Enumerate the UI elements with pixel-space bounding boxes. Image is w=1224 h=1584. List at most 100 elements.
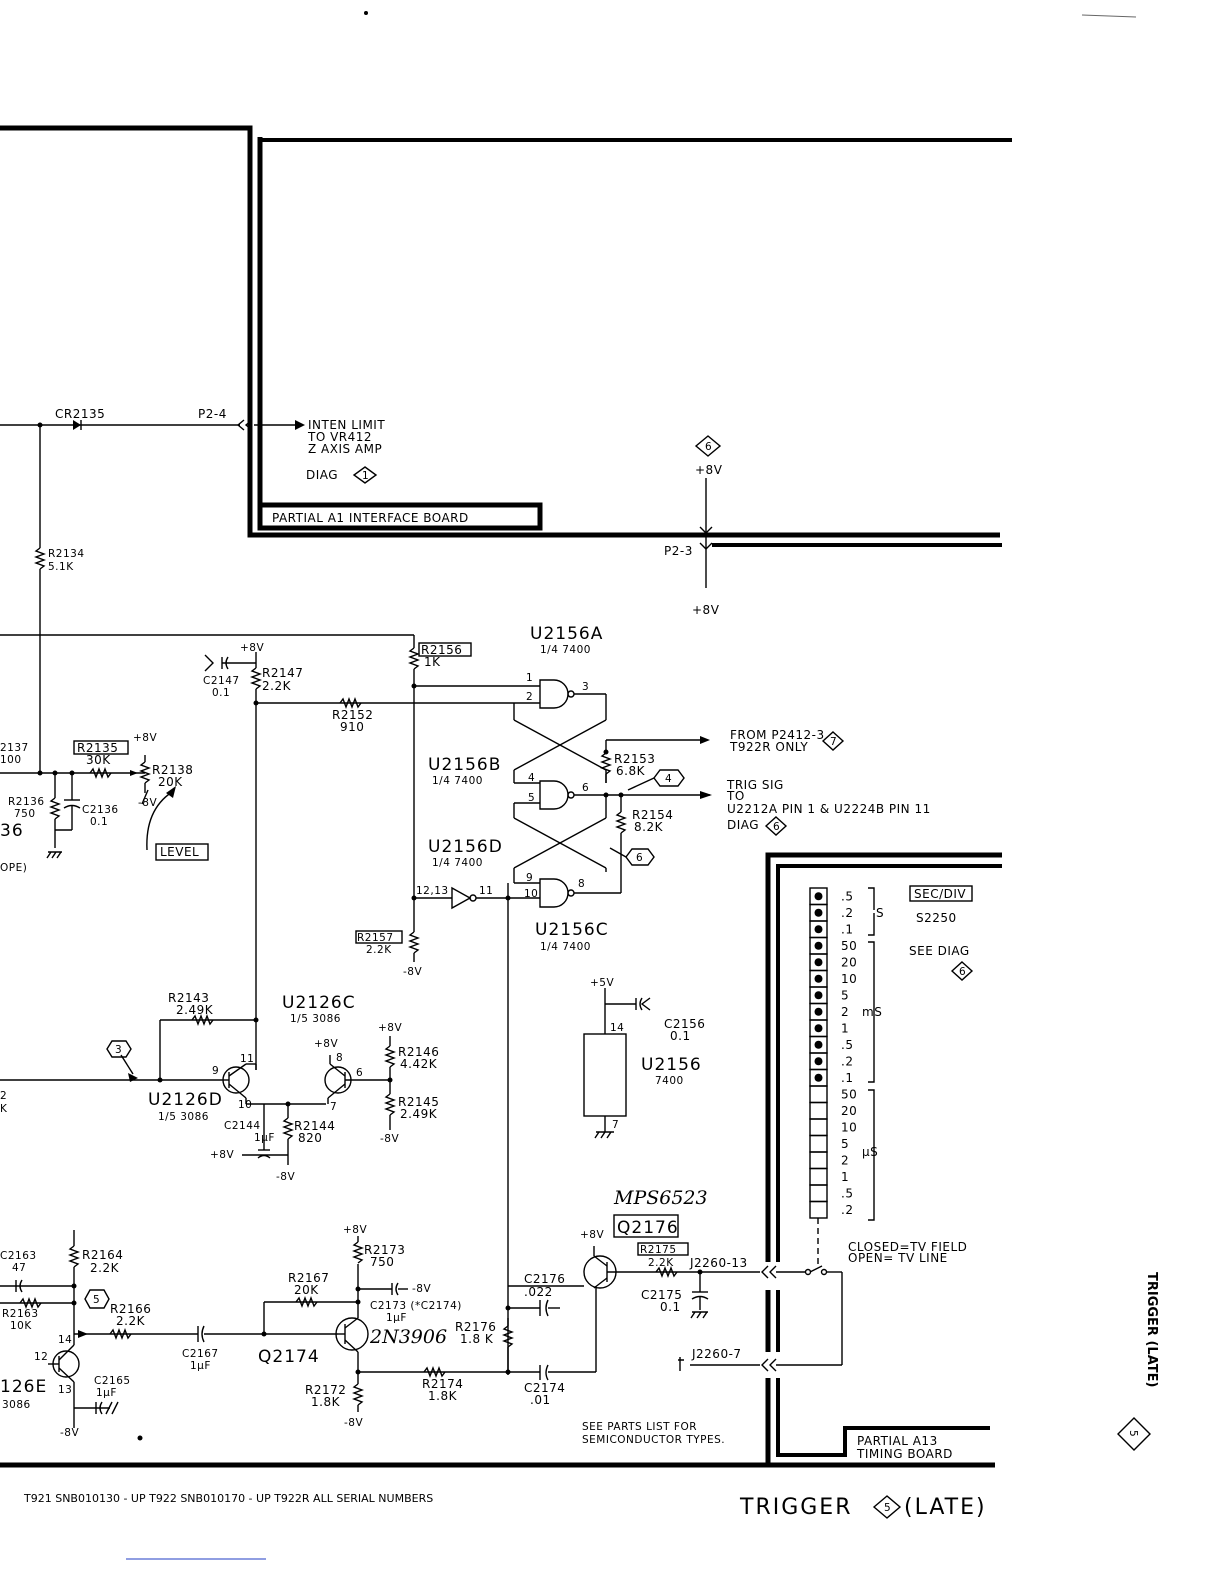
pin-4: 4 (528, 772, 535, 784)
u2156d-type: 1/4 7400 (432, 857, 483, 869)
svg-text:5: 5 (93, 1294, 100, 1306)
cut-label-36: 36 (0, 821, 24, 841)
t922r-only-label: T922R ONLY (729, 740, 808, 754)
side-diamond-5: 5 (1117, 1417, 1151, 1451)
u2156-pin14: 14 (610, 1022, 624, 1034)
minus-8v-c2173: -8V (412, 1283, 431, 1295)
c2165-value: 1µF (96, 1387, 117, 1399)
switch-position-box (809, 1101, 828, 1120)
minus-8v-r2172: -8V (344, 1417, 363, 1429)
switch-position-box (809, 1151, 828, 1170)
diagram-ref-diamond-7: 7 (821, 731, 845, 751)
r2164-label: R2164 (82, 1248, 123, 1262)
r2156-value: 1K (424, 655, 441, 669)
diag6-label: DIAG (727, 818, 759, 832)
r2136-label: R2136 (8, 796, 45, 808)
u2156c-label: U2156C (535, 920, 609, 940)
svg-text:1: 1 (362, 470, 369, 482)
switch-contact-dot (814, 925, 823, 934)
ref-6-top: 6 (705, 441, 712, 453)
switch-contact-dot (814, 1057, 823, 1066)
plus-8v-pot: +8V (133, 732, 157, 744)
u2212a-label: U2212A PIN 1 & U2224B PIN 11 (727, 802, 931, 816)
a13-timing-board-border (0, 852, 1002, 1468)
c2173-value: 1µF (386, 1312, 407, 1324)
pin-11: 11 (479, 885, 493, 897)
2n3906-annotation: 2N3906 (369, 1326, 447, 1348)
see-parts-list-label: SEE PARTS LIST FOR (582, 1421, 697, 1433)
r2176-label: R2176 (455, 1320, 496, 1334)
c2174-value: .01 (530, 1393, 551, 1407)
a1-interface-board-border (0, 125, 1012, 547)
r2176-value: 1.8 K (460, 1332, 494, 1346)
open-tv-line-label: OPEN= TV LINE (848, 1251, 948, 1265)
test-point-3: 3 (106, 1040, 132, 1058)
serial-numbers-footer: T921 SNB010130 - UP T922 SNB010170 - UP … (23, 1492, 433, 1505)
q-pin-7: 7 (330, 1101, 337, 1113)
plus-8v-r2147: +8V (240, 642, 264, 654)
r2157-label: R2157 (357, 932, 394, 944)
r2144-label: R2144 (294, 1119, 335, 1133)
switch-contact-dot (814, 1024, 823, 1033)
switch-position-box (809, 1184, 828, 1203)
scan-dot-top (364, 11, 368, 15)
switch-contact-dot (814, 941, 823, 950)
r2157-value: 2.2K (366, 944, 392, 956)
u2156a-type: 1/4 7400 (540, 644, 591, 656)
q2174-label: Q2174 (258, 1347, 320, 1367)
r2167-label: R2167 (288, 1271, 329, 1285)
r2146-value: 4.42K (400, 1057, 438, 1071)
r2163-value: 10K (10, 1320, 32, 1332)
r2144-value: 820 (298, 1131, 322, 1145)
partial-a1-interface-board-label: PARTIAL A1 INTERFACE BOARD (272, 511, 469, 525)
r2166-label: R2166 (110, 1302, 151, 1316)
r2152-label: R2152 (332, 708, 373, 722)
plus-8v-top: +8V (695, 463, 723, 477)
switch-position-label: 10 (841, 972, 857, 986)
r2172-value: 1.8K (311, 1395, 341, 1409)
switch-contact-dot (814, 892, 823, 901)
r2137-label: 2137 (0, 742, 29, 754)
r2175-value: 2.2K (648, 1257, 674, 1269)
r2152-value: 910 (340, 720, 364, 734)
p2-4-label: P2-4 (198, 407, 227, 421)
s2250-label: S2250 (916, 911, 957, 925)
cut-label-ope: OPE) (0, 862, 27, 874)
c2175-value: 0.1 (660, 1300, 681, 1314)
switch-position-label: .1 (841, 1071, 853, 1085)
switch-position-box (809, 1118, 828, 1137)
switch-contact-dot (814, 1007, 823, 1016)
r2154-label: R2154 (632, 808, 673, 822)
c2167-label: C2167 (182, 1348, 219, 1360)
switch-contact-dot (814, 958, 823, 967)
partial-a13-label: PARTIAL A13 (857, 1434, 938, 1448)
plus-5v-label: +5V (590, 977, 614, 989)
r2135-value: 30K (86, 753, 111, 767)
cut-label-k: K (0, 1103, 8, 1115)
r2145-label: R2145 (398, 1095, 439, 1109)
r2173-value: 750 (370, 1255, 394, 1269)
u2156-pin7: 7 (612, 1119, 619, 1131)
c2163-label: C2163 (0, 1250, 37, 1262)
trig-sig-label: TRIG SIG (726, 778, 784, 792)
c2175-label: C2175 (641, 1288, 682, 1302)
q-pin-6: 6 (356, 1067, 363, 1079)
title-trigger: TRIGGER (739, 1495, 853, 1520)
sec-div-label: SEC/DIV (914, 887, 966, 901)
level-box (155, 843, 209, 861)
level-label: LEVEL (160, 845, 199, 859)
test-point-4: 4 (627, 769, 685, 791)
switch-contact-dot (814, 991, 823, 1000)
bottom-wiring (0, 1230, 843, 1428)
r2143-value: 2.49K (176, 1003, 214, 1017)
switch-position-label: .1 (841, 922, 853, 936)
diagram-ref-diamond-6-trig: 6 (764, 816, 788, 836)
switch-position-label: .5 (841, 1186, 853, 1200)
test-point-6: 6 (609, 847, 655, 866)
pin-12-13: 12,13 (416, 885, 449, 897)
q-pin-10: 10 (238, 1099, 252, 1111)
pin-1: 1 (526, 672, 533, 684)
plus-8v-c2144: +8V (210, 1149, 234, 1161)
switch-position-label: 1 (841, 1170, 849, 1184)
